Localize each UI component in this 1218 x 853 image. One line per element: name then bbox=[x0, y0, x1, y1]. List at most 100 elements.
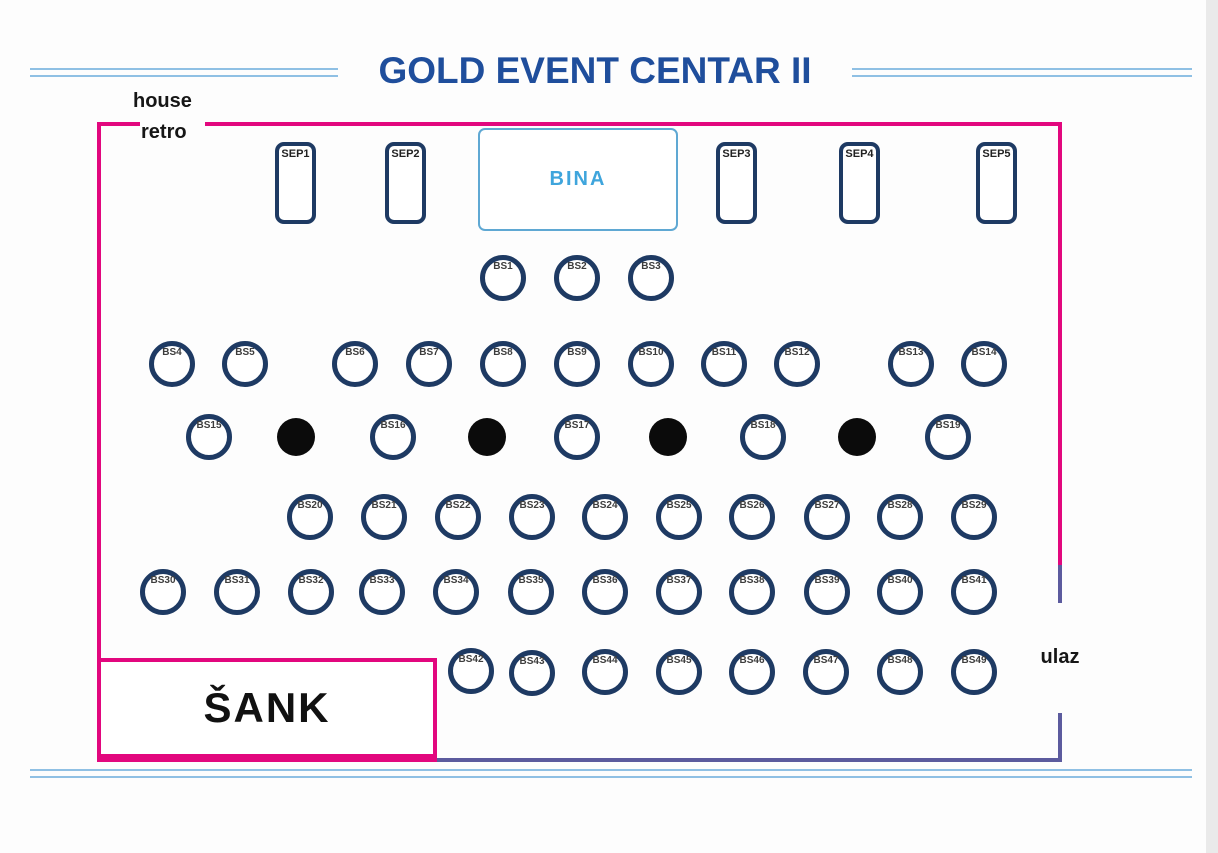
seat-label: BS3 bbox=[641, 261, 661, 272]
seat-label: BS15 bbox=[196, 420, 222, 431]
title-line-right bbox=[852, 68, 1192, 77]
booth-sep4[interactable]: SEP4 bbox=[839, 142, 880, 224]
seat-label: BS27 bbox=[814, 500, 840, 511]
seat-label: BS20 bbox=[297, 500, 323, 511]
seat-label: BS42 bbox=[458, 654, 484, 665]
seat-bs9[interactable]: BS9 bbox=[554, 341, 600, 387]
seat-bs37[interactable]: BS37 bbox=[656, 569, 702, 615]
seat-label: BS32 bbox=[298, 575, 324, 586]
seat-label: BS43 bbox=[519, 656, 545, 667]
stage-bina: BINA bbox=[478, 128, 678, 231]
seat-label: BS23 bbox=[519, 500, 545, 511]
seat-label: BS30 bbox=[150, 575, 176, 586]
seat-label: BS25 bbox=[666, 500, 692, 511]
booth-sep1[interactable]: SEP1 bbox=[275, 142, 316, 224]
seat-bs48[interactable]: BS48 bbox=[877, 649, 923, 695]
seat-bs4[interactable]: BS4 bbox=[149, 341, 195, 387]
boundary-left bbox=[97, 122, 101, 762]
seat-label: BS36 bbox=[592, 575, 618, 586]
seat-bs16[interactable]: BS16 bbox=[370, 414, 416, 460]
booth-sep3[interactable]: SEP3 bbox=[716, 142, 757, 224]
seat-label: BS35 bbox=[518, 575, 544, 586]
boundary-right-upper bbox=[1058, 122, 1062, 565]
booth-label: SEP3 bbox=[722, 148, 751, 160]
seat-bs7[interactable]: BS7 bbox=[406, 341, 452, 387]
seat-bs41[interactable]: BS41 bbox=[951, 569, 997, 615]
seat-bs24[interactable]: BS24 bbox=[582, 494, 628, 540]
seat-bs10[interactable]: BS10 bbox=[628, 341, 674, 387]
seat-bs20[interactable]: BS20 bbox=[287, 494, 333, 540]
seat-label: BS21 bbox=[371, 500, 397, 511]
seat-bs39[interactable]: BS39 bbox=[804, 569, 850, 615]
seat-bs5[interactable]: BS5 bbox=[222, 341, 268, 387]
seat-bs3[interactable]: BS3 bbox=[628, 255, 674, 301]
seat-label: BS49 bbox=[961, 655, 987, 666]
seat-label: BS14 bbox=[971, 347, 997, 358]
seat-bs49[interactable]: BS49 bbox=[951, 649, 997, 695]
zone-label-house: house bbox=[133, 90, 192, 112]
seat-bs15[interactable]: BS15 bbox=[186, 414, 232, 460]
seat-bs38[interactable]: BS38 bbox=[729, 569, 775, 615]
seat-bs42[interactable]: BS42 bbox=[448, 648, 494, 694]
seat-bs45[interactable]: BS45 bbox=[656, 649, 702, 695]
seat-bs28[interactable]: BS28 bbox=[877, 494, 923, 540]
seat-bs27[interactable]: BS27 bbox=[804, 494, 850, 540]
seat-bs12[interactable]: BS12 bbox=[774, 341, 820, 387]
pillar-dot bbox=[838, 418, 876, 456]
seat-bs40[interactable]: BS40 bbox=[877, 569, 923, 615]
seat-bs43[interactable]: BS43 bbox=[509, 650, 555, 696]
seat-bs31[interactable]: BS31 bbox=[214, 569, 260, 615]
booth-sep2[interactable]: SEP2 bbox=[385, 142, 426, 224]
entrance-label-ulaz: ulaz bbox=[1040, 646, 1080, 668]
boundary-right-lower bbox=[1058, 713, 1062, 762]
seat-bs32[interactable]: BS32 bbox=[288, 569, 334, 615]
seat-bs18[interactable]: BS18 bbox=[740, 414, 786, 460]
seat-bs13[interactable]: BS13 bbox=[888, 341, 934, 387]
bar-sank[interactable]: ŠANK bbox=[97, 658, 437, 758]
seat-bs29[interactable]: BS29 bbox=[951, 494, 997, 540]
seat-bs47[interactable]: BS47 bbox=[803, 649, 849, 695]
seat-label: BS22 bbox=[445, 500, 471, 511]
seat-label: BS31 bbox=[224, 575, 250, 586]
seat-label: BS48 bbox=[887, 655, 913, 666]
seat-label: BS13 bbox=[898, 347, 924, 358]
seat-bs11[interactable]: BS11 bbox=[701, 341, 747, 387]
footer-line bbox=[30, 769, 1192, 778]
seat-label: BS8 bbox=[493, 347, 513, 358]
seat-bs8[interactable]: BS8 bbox=[480, 341, 526, 387]
seat-bs34[interactable]: BS34 bbox=[433, 569, 479, 615]
seat-bs26[interactable]: BS26 bbox=[729, 494, 775, 540]
seat-label: BS45 bbox=[666, 655, 692, 666]
seat-bs35[interactable]: BS35 bbox=[508, 569, 554, 615]
seat-bs30[interactable]: BS30 bbox=[140, 569, 186, 615]
seat-bs14[interactable]: BS14 bbox=[961, 341, 1007, 387]
seat-bs36[interactable]: BS36 bbox=[582, 569, 628, 615]
seat-bs2[interactable]: BS2 bbox=[554, 255, 600, 301]
zone-label-retro: retro bbox=[141, 121, 187, 143]
booth-label: SEP2 bbox=[391, 148, 420, 160]
seat-bs6[interactable]: BS6 bbox=[332, 341, 378, 387]
seat-label: BS38 bbox=[739, 575, 765, 586]
seat-label: BS7 bbox=[419, 347, 439, 358]
seat-bs46[interactable]: BS46 bbox=[729, 649, 775, 695]
booth-sep5[interactable]: SEP5 bbox=[976, 142, 1017, 224]
seat-bs17[interactable]: BS17 bbox=[554, 414, 600, 460]
seat-bs22[interactable]: BS22 bbox=[435, 494, 481, 540]
seat-bs44[interactable]: BS44 bbox=[582, 649, 628, 695]
seat-bs25[interactable]: BS25 bbox=[656, 494, 702, 540]
seat-bs21[interactable]: BS21 bbox=[361, 494, 407, 540]
boundary-top-right bbox=[205, 122, 1062, 126]
boundary-top-left bbox=[97, 122, 140, 126]
seat-label: BS37 bbox=[666, 575, 692, 586]
seat-bs23[interactable]: BS23 bbox=[509, 494, 555, 540]
seat-label: BS2 bbox=[567, 261, 587, 272]
seat-label: BS5 bbox=[235, 347, 255, 358]
seat-label: BS19 bbox=[935, 420, 961, 431]
seat-label: BS24 bbox=[592, 500, 618, 511]
pillar-dot bbox=[649, 418, 687, 456]
seat-bs33[interactable]: BS33 bbox=[359, 569, 405, 615]
seat-bs19[interactable]: BS19 bbox=[925, 414, 971, 460]
seat-bs1[interactable]: BS1 bbox=[480, 255, 526, 301]
seat-label: BS28 bbox=[887, 500, 913, 511]
